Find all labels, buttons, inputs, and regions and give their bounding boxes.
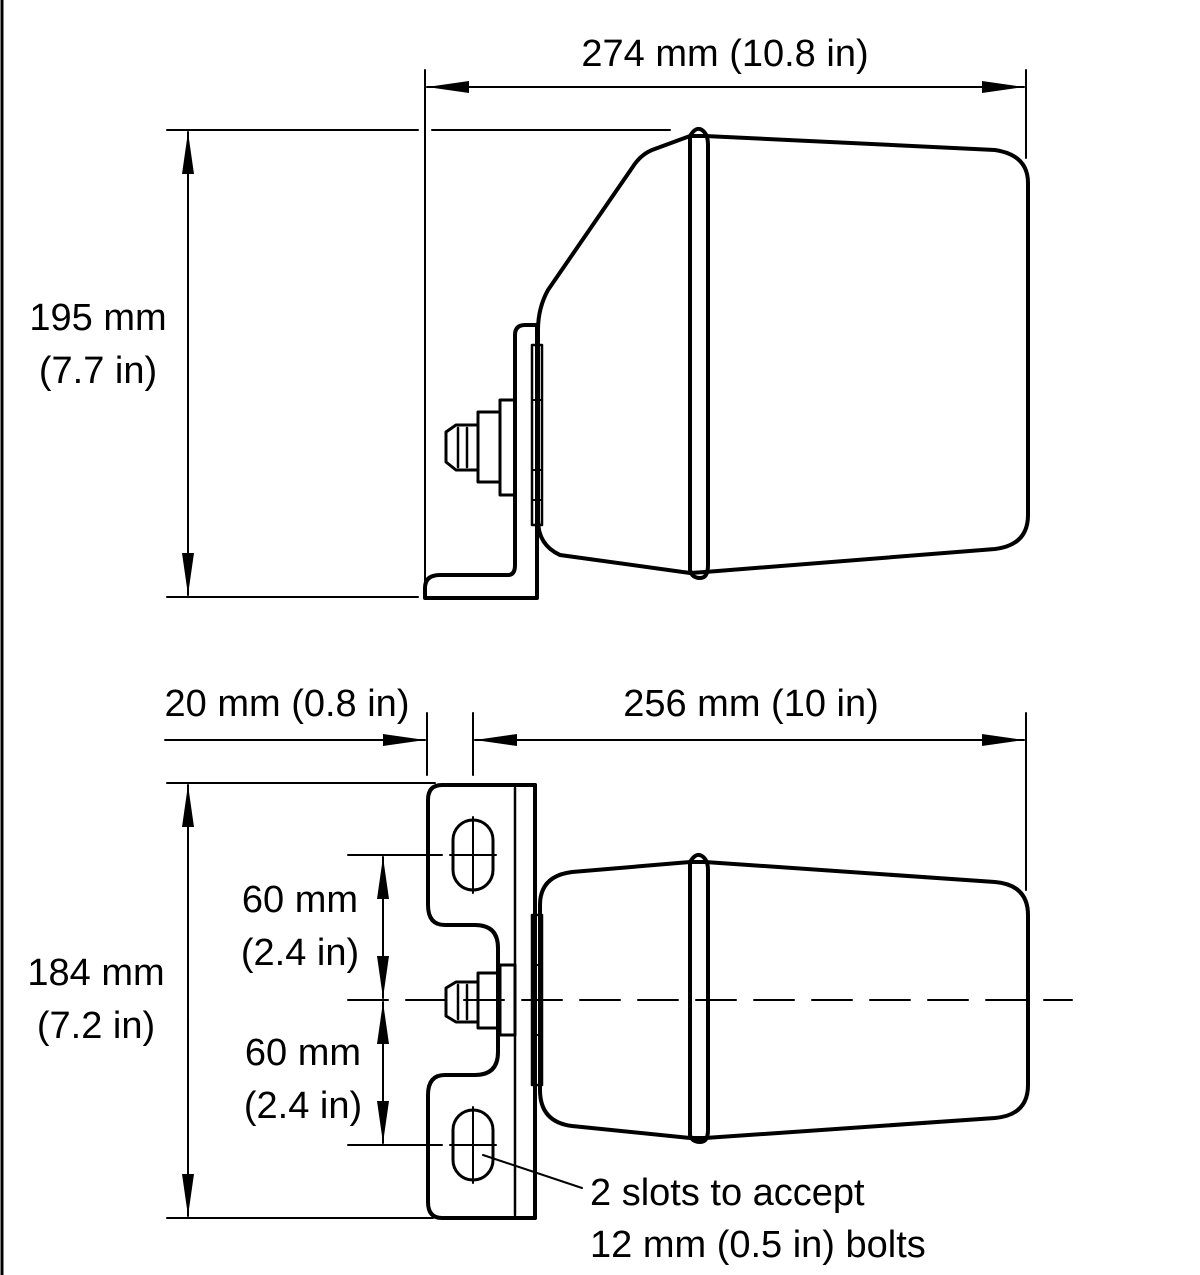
height-mm-label: 195 mm xyxy=(29,297,166,339)
bracket-height-in-label: (7.2 in) xyxy=(37,1005,155,1047)
fitting-nut xyxy=(476,410,502,484)
body-seam-ring xyxy=(688,126,710,580)
slot-leader-line xyxy=(482,1154,583,1189)
fitting-nipple xyxy=(444,423,480,472)
offset-label: 20 mm (0.8 in) xyxy=(165,683,410,725)
side-view xyxy=(166,69,1030,600)
slot-note-line1: 2 slots to accept xyxy=(590,1172,865,1214)
top-view xyxy=(164,712,1073,1220)
fitting-base xyxy=(498,398,517,497)
enclosure-body-side xyxy=(536,134,1030,575)
slot-note-line2: 12 mm (0.5 in) bolts xyxy=(590,1224,926,1266)
overall-length-label: 274 mm (10.8 in) xyxy=(581,33,868,75)
lower-spacing-in-label: (2.4 in) xyxy=(244,1085,362,1127)
mounting-bracket-plate xyxy=(426,783,537,1220)
upper-spacing-mm-label: 60 mm xyxy=(242,879,358,921)
body-seam-ring xyxy=(688,852,710,1144)
bracket-height-mm-label: 184 mm xyxy=(27,952,164,994)
bracket-strip xyxy=(530,343,544,527)
lower-spacing-mm-label: 60 mm xyxy=(245,1032,361,1074)
height-in-label: (7.7 in) xyxy=(39,350,157,392)
l-bracket-side xyxy=(423,323,539,600)
body-length-label: 256 mm (10 in) xyxy=(623,683,879,725)
fitting-nipple xyxy=(444,980,480,1024)
upper-spacing-in-label: (2.4 in) xyxy=(241,932,359,974)
fitting-nut xyxy=(476,971,502,1030)
